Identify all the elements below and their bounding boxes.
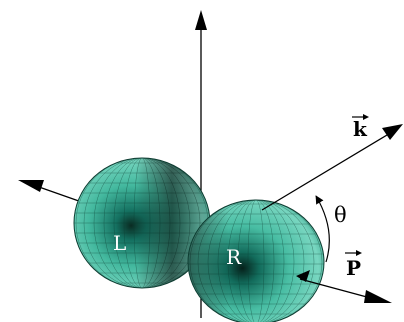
wave-vector-letter: k xyxy=(353,117,368,141)
wave-vector-overarrow-head xyxy=(363,114,369,120)
polarization-axis-arrowhead xyxy=(364,290,392,303)
lobe-left-label: L xyxy=(113,231,126,255)
wave-vector-arrowhead xyxy=(382,124,403,140)
lobe-left xyxy=(73,157,211,289)
polarization-overarrow-head xyxy=(356,250,362,256)
angle-arc xyxy=(315,195,330,263)
polarization-tip-marker xyxy=(296,270,310,282)
polarization-vector-letter: P xyxy=(346,256,361,280)
vertical-axis-arrowhead xyxy=(195,10,207,30)
wave-vector-label: k xyxy=(352,114,369,141)
wave-vector-axis xyxy=(261,131,393,211)
lobe-right xyxy=(187,199,325,322)
lobe-axis-arrowhead-left xyxy=(18,180,44,192)
polarization-vector-label: P xyxy=(345,250,362,280)
angle-label: θ xyxy=(334,203,347,227)
lobe-right-label: R xyxy=(226,245,242,269)
